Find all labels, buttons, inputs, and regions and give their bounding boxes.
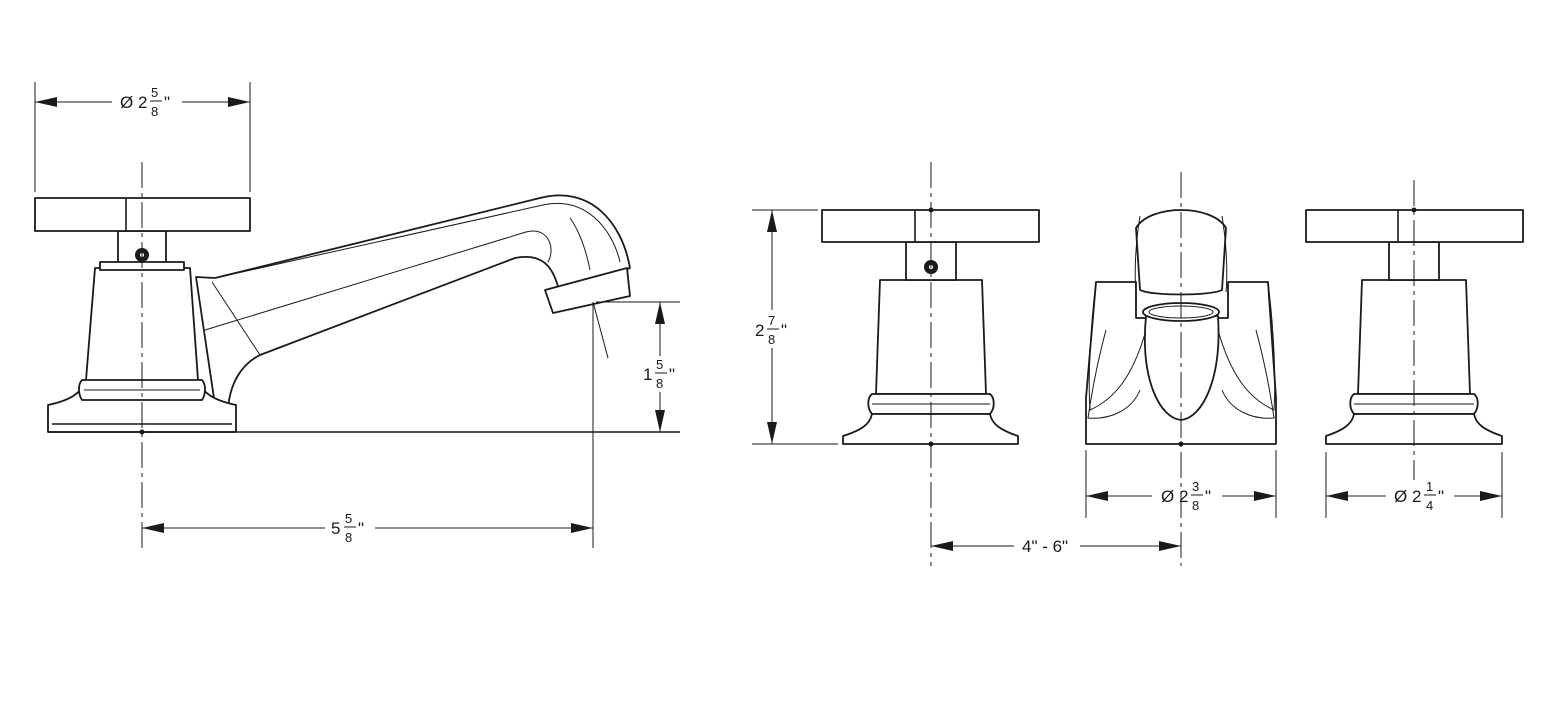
svg-text:2: 2: [1179, 487, 1188, 506]
dim-handle-diameter: Ø 2 5 8 ": [34, 82, 251, 192]
svg-text:5: 5: [656, 357, 663, 372]
side-view: [34, 162, 680, 548]
svg-text:3: 3: [1192, 479, 1199, 494]
svg-text:8: 8: [151, 104, 158, 119]
dim-centers: 4" - 6": [931, 537, 1181, 556]
svg-text:5: 5: [345, 511, 352, 526]
dim-spout-height: 1 5 8 ": [596, 301, 680, 432]
dim-spout-base-diameter: Ø 2 3 8 ": [1085, 450, 1277, 518]
svg-text:2: 2: [755, 321, 764, 340]
svg-text:4: 4: [1426, 498, 1433, 513]
svg-text:Ø: Ø: [1394, 487, 1407, 506]
svg-text:": ": [164, 93, 170, 112]
svg-text:2: 2: [138, 93, 147, 112]
dim-symbol: Ø: [120, 93, 133, 112]
spout-arm: [195, 194, 631, 409]
svg-text:8: 8: [768, 332, 775, 347]
aerator: [544, 267, 631, 314]
svg-text:": ": [1205, 487, 1211, 506]
svg-text:4" - 6": 4" - 6": [1022, 537, 1068, 556]
svg-text:5: 5: [331, 519, 340, 538]
svg-text:": ": [1438, 487, 1444, 506]
svg-text:": ": [781, 321, 787, 340]
svg-text:1: 1: [643, 365, 652, 384]
svg-text:Ø: Ø: [1161, 487, 1174, 506]
svg-text:7: 7: [768, 313, 775, 328]
svg-text:8: 8: [345, 530, 352, 545]
svg-text:5: 5: [151, 85, 158, 100]
front-spout: [1085, 172, 1277, 566]
svg-text:8: 8: [1192, 498, 1199, 513]
front-right-handle: [1305, 180, 1524, 480]
svg-text:8: 8: [656, 376, 663, 391]
front-left-handle: [821, 162, 1040, 566]
svg-text:": ": [358, 519, 364, 538]
dim-spout-reach: 5 5 8 ": [142, 302, 594, 548]
svg-text:1: 1: [1426, 479, 1433, 494]
svg-text:": ": [669, 365, 675, 384]
svg-text:2: 2: [1412, 487, 1421, 506]
dim-handle-base-diameter: Ø 2 1 4 ": [1325, 452, 1503, 518]
dim-overall-height: 2 7 8 ": [752, 209, 838, 445]
